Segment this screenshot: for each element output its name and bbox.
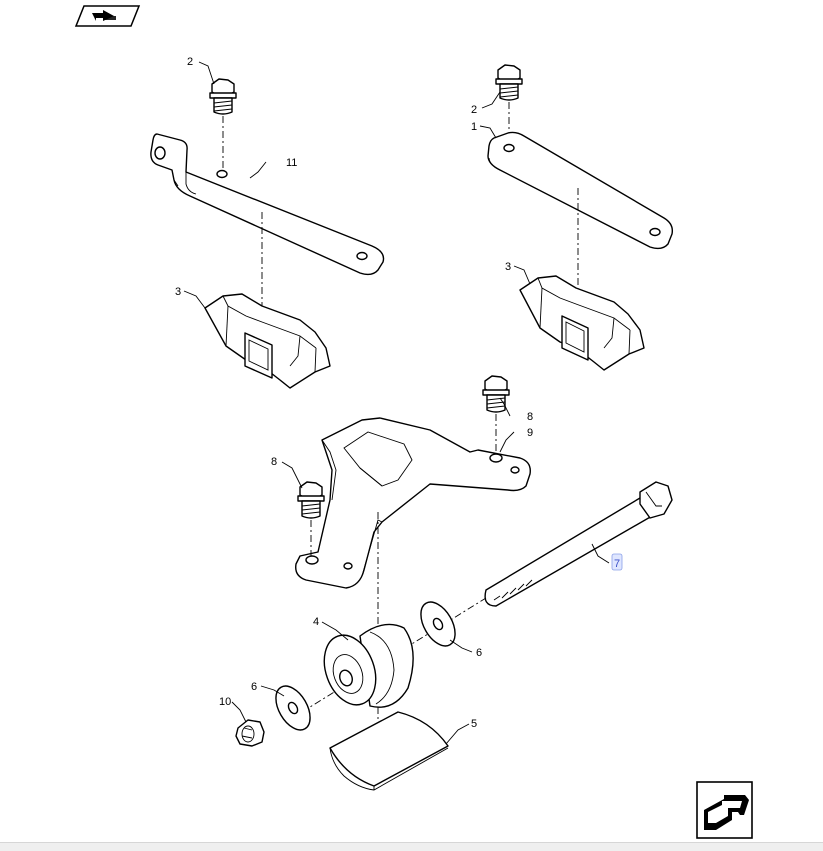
callout-3-left: 3 bbox=[175, 286, 181, 298]
bracket-11 bbox=[150, 133, 385, 276]
callout-8-right: 8 bbox=[527, 411, 533, 423]
callout-4: 4 bbox=[313, 616, 319, 628]
long-bolt-7 bbox=[484, 481, 673, 607]
callout-6-left: 6 bbox=[251, 681, 257, 693]
nut-10 bbox=[235, 719, 265, 747]
callout-11: 11 bbox=[286, 157, 297, 169]
bracket-9 bbox=[295, 417, 531, 589]
callout-1: 1 bbox=[471, 121, 477, 133]
callout-5: 5 bbox=[471, 718, 477, 730]
callout-6-right: 6 bbox=[476, 647, 482, 659]
clamp-shell-5 bbox=[329, 711, 449, 791]
bolt-2-right bbox=[495, 64, 523, 101]
callout-9: 9 bbox=[527, 427, 533, 439]
back-page-arrow-icon[interactable] bbox=[74, 5, 141, 27]
washer-6-right bbox=[420, 601, 456, 647]
bolt-8-right bbox=[482, 375, 510, 413]
callout-10: 10 bbox=[219, 696, 231, 708]
callout-3-right: 3 bbox=[505, 261, 511, 273]
leader-lines bbox=[183, 61, 610, 745]
rubber-mount-4 bbox=[323, 623, 414, 708]
bolt-8-left bbox=[297, 481, 325, 519]
insulator-block-3-right bbox=[519, 275, 645, 371]
insulator-block-3-left bbox=[204, 293, 331, 389]
callout-2-left: 2 bbox=[187, 56, 193, 68]
callout-7-highlight bbox=[611, 553, 623, 571]
callout-7[interactable]: 7 bbox=[614, 558, 620, 570]
window-bottom-bar bbox=[0, 842, 823, 851]
callout-2-right: 2 bbox=[471, 104, 477, 116]
washer-6-left bbox=[275, 685, 311, 731]
bolt-2-left bbox=[209, 78, 237, 115]
callout-8-left: 8 bbox=[271, 456, 277, 468]
next-page-arrow-icon[interactable] bbox=[696, 781, 753, 839]
bar-1 bbox=[487, 131, 674, 250]
